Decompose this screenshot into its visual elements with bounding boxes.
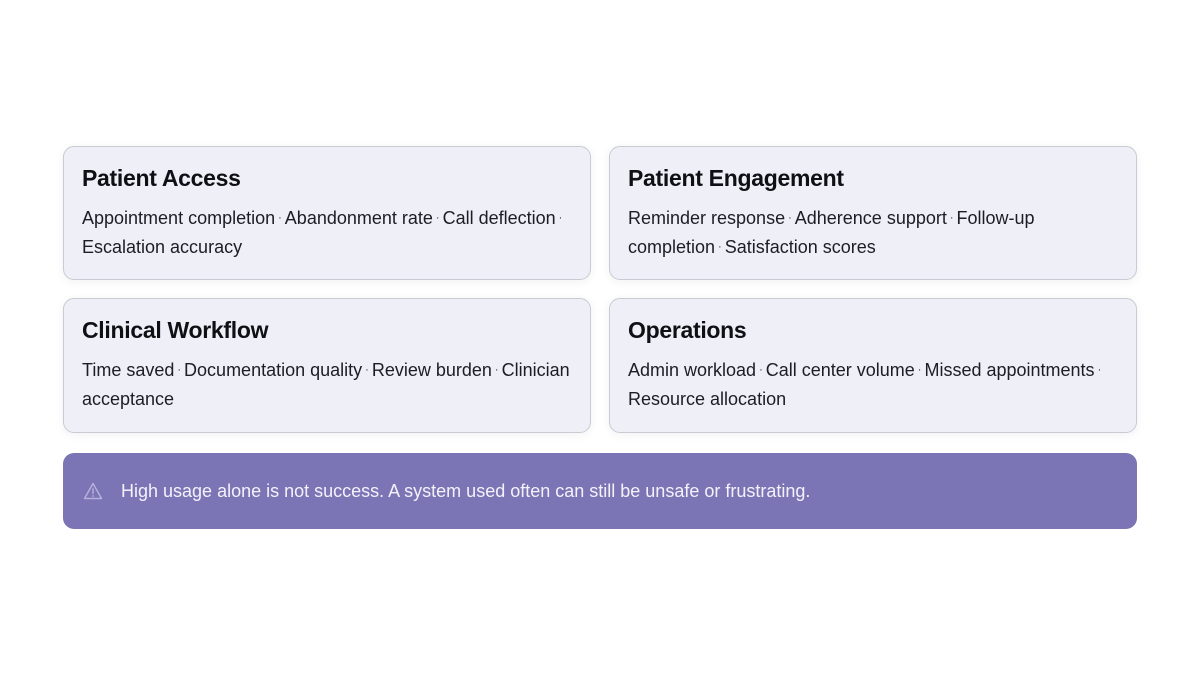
metric-item: Missed appointments: [924, 360, 1095, 380]
metric-item: Time saved: [82, 360, 175, 380]
metric-item: Documentation quality: [184, 360, 363, 380]
metric-item: Call deflection: [442, 208, 556, 228]
metric-item: Reminder response: [628, 208, 786, 228]
separator-dot: ·: [365, 364, 369, 376]
warning-icon: [83, 481, 103, 501]
warning-callout: High usage alone is not success. A syste…: [63, 453, 1137, 529]
metric-item: Follow-up completion: [628, 208, 1035, 257]
metric-item: Call center volume: [765, 360, 915, 380]
separator-dot: ·: [1097, 364, 1102, 376]
callout-text: High usage alone is not success. A syste…: [121, 480, 811, 501]
card-metrics: Time saved·Documentation quality·Review …: [82, 356, 572, 413]
metric-item: Escalation accuracy: [82, 236, 243, 257]
separator-dot: ·: [718, 240, 722, 253]
card-clinical-workflow: Clinical Workflow Time saved·Documentati…: [63, 298, 591, 433]
metric-item: Admin workload: [628, 360, 757, 380]
metric-item: Adherence support: [794, 208, 947, 228]
metric-item: Resource allocation: [628, 388, 787, 409]
separator-dot: ·: [494, 364, 499, 376]
metric-item: Clinician acceptance: [82, 360, 570, 409]
metric-item: Abandonment rate: [284, 208, 433, 228]
metric-cards-grid: Patient Access Appointment completion·Ab…: [63, 146, 1137, 433]
metric-item: Satisfaction scores: [724, 236, 876, 257]
card-metrics: Reminder response·Adherence support·Foll…: [628, 204, 1118, 261]
separator-dot: ·: [278, 212, 282, 224]
separator-dot: ·: [558, 212, 563, 224]
card-metrics: Appointment completion·Abandonment rate·…: [82, 204, 572, 261]
card-metrics: Admin workload·Call center volume·Missed…: [628, 356, 1118, 413]
separator-dot: ·: [435, 212, 440, 224]
card-patient-access: Patient Access Appointment completion·Ab…: [63, 146, 591, 280]
card-patient-engagement: Patient Engagement Reminder response·Adh…: [609, 146, 1137, 280]
card-operations: Operations Admin workload·Call center vo…: [609, 298, 1137, 433]
metric-item: Review burden: [371, 360, 492, 380]
separator-dot: ·: [177, 364, 182, 376]
separator-dot: ·: [949, 212, 954, 224]
separator-dot: ·: [788, 212, 792, 224]
card-title: Patient Engagement: [628, 165, 844, 191]
separator-dot: ·: [917, 364, 922, 376]
metric-item: Appointment completion: [82, 208, 276, 228]
separator-dot: ·: [759, 364, 763, 376]
card-title: Patient Access: [82, 165, 241, 191]
card-title: Operations: [628, 317, 747, 343]
card-title: Clinical Workflow: [82, 317, 269, 343]
